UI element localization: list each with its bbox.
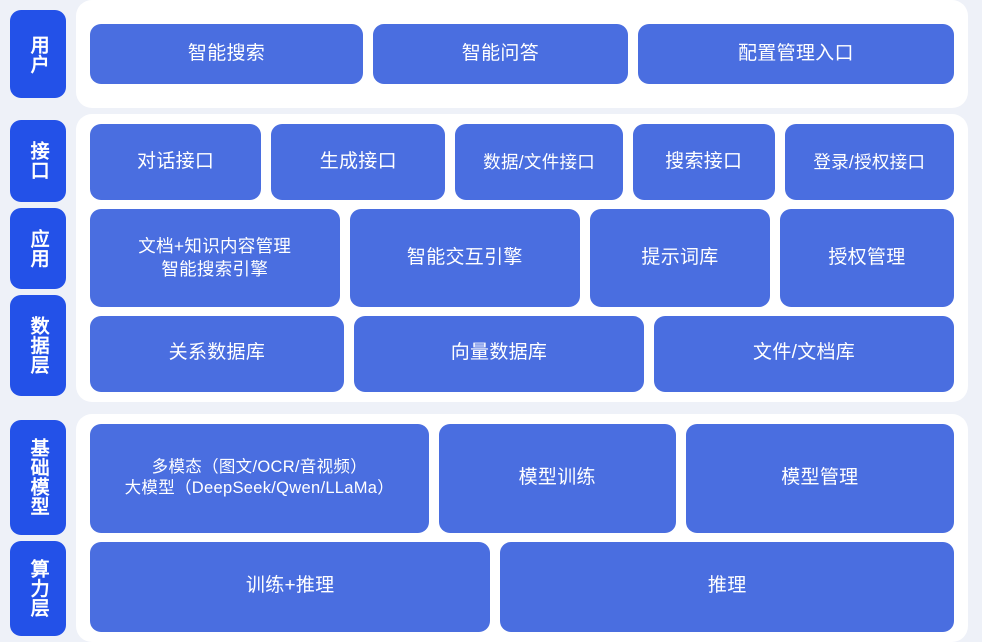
box-search-api[interactable]: 搜索接口 [632,124,775,201]
box-model-management[interactable]: 模型管理 [685,424,954,533]
row-interface: 对话接口 生成接口 数据/文件接口 搜索接口 登录/授权接口 [90,124,955,201]
box-relational-database[interactable]: 关系数据库 [90,315,344,392]
box-inference[interactable]: 推理 [500,541,954,632]
panel-base: 多模态（图文/OCR/音视频） 大模型（DeepSeek/Qwen/LLaMa）… [76,414,968,642]
box-authorization-management[interactable]: 授权管理 [779,209,954,307]
layer-tab-foundation-model[interactable]: 基础模型 [10,420,66,535]
layer-tab-data[interactable]: 数据层 [10,295,66,396]
panel-middle: 对话接口 生成接口 数据/文件接口 搜索接口 登录/授权接口 文档+知识内容管理… [76,114,968,402]
row-application: 文档+知识内容管理 智能搜索引擎 智能交互引擎 提示词库 授权管理 [90,209,954,307]
box-model-training[interactable]: 模型训练 [438,424,676,533]
row-user-entries: 智能搜索 智能问答 配置管理入口 [90,24,954,84]
panel-user: 智能搜索 智能问答 配置管理入口 [76,0,968,108]
box-document-knowledge-management[interactable]: 文档+知识内容管理 智能搜索引擎 [90,209,340,307]
layer-tab-user[interactable]: 用户 [10,10,66,98]
box-config-management-entry[interactable]: 配置管理入口 [637,24,954,84]
section-middle: 接口 应用 数据层 对话接口 生成接口 数据/文件接口 搜索接口 登录/授权接口… [0,114,982,402]
layer-tab-application[interactable]: 应用 [10,207,66,289]
box-intelligent-interaction-engine[interactable]: 智能交互引擎 [349,209,581,307]
box-vector-database[interactable]: 向量数据库 [353,315,645,392]
row-foundation-model: 多模态（图文/OCR/音视频） 大模型（DeepSeek/Qwen/LLaMa）… [90,424,954,533]
tab-column-middle: 接口 应用 数据层 [10,114,66,402]
box-intelligent-qa[interactable]: 智能问答 [373,24,628,84]
box-data-file-api[interactable]: 数据/文件接口 [455,124,623,201]
tab-column-user: 用户 [10,0,66,108]
tab-column-base: 基础模型 算力层 [10,414,66,642]
section-user: 用户 智能搜索 智能问答 配置管理入口 [0,0,982,108]
box-prompt-library[interactable]: 提示词库 [590,209,770,307]
box-dialog-api[interactable]: 对话接口 [90,124,262,201]
layer-tab-compute[interactable]: 算力层 [10,540,66,636]
box-training-plus-inference[interactable]: 训练+推理 [90,541,491,632]
box-generation-api[interactable]: 生成接口 [271,124,446,201]
row-data: 关系数据库 向量数据库 文件/文档库 [90,315,955,392]
layer-tab-interface[interactable]: 接口 [10,120,66,202]
box-login-auth-api[interactable]: 登录/授权接口 [784,124,955,201]
row-compute: 训练+推理 推理 [90,541,954,632]
section-base: 基础模型 算力层 多模态（图文/OCR/音视频） 大模型（DeepSeek/Qw… [0,414,982,642]
box-intelligent-search[interactable]: 智能搜索 [90,24,364,84]
box-file-document-store[interactable]: 文件/文档库 [654,315,955,392]
box-multimodal-large-model[interactable]: 多模态（图文/OCR/音视频） 大模型（DeepSeek/Qwen/LLaMa） [90,424,429,533]
